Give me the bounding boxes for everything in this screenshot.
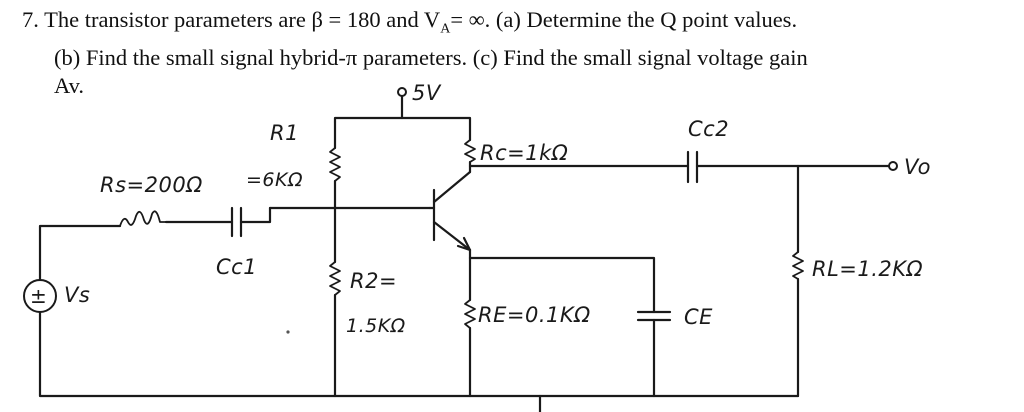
r2-resistor: R2= 1.5KΩ [329, 206, 406, 398]
problem-line-1-text: 7. The transistor parameters are β = 180… [22, 7, 441, 32]
stray-dot [286, 330, 290, 334]
vs-source: ± Vs [23, 279, 90, 313]
output-terminal [888, 161, 898, 171]
cc1-capacitor: Cc1 [216, 206, 272, 279]
top-rail [333, 116, 472, 142]
problem-line-3: Av. [54, 72, 84, 98]
cc2-capacitor: Cc2 [686, 117, 729, 184]
rc-resistor: Rc=1kΩ [464, 139, 568, 174]
cc2-label: Cc2 [688, 117, 729, 141]
rc-label: Rc=1kΩ [480, 141, 568, 165]
ce-capacitor: CE [636, 305, 713, 398]
r2-value: 1.5KΩ [346, 315, 406, 337]
rl-label: RL=1.2KΩ [812, 257, 923, 281]
source-top-wire [38, 224, 122, 282]
cc1-label: Cc1 [216, 255, 257, 279]
bjt-transistor [428, 170, 472, 252]
r2-label: R2= [350, 269, 397, 293]
vo-label: Vo [904, 155, 931, 179]
r1-label: R1 [270, 121, 299, 145]
problem-line-2: (b) Find the small signal hybrid-π param… [54, 44, 808, 70]
supply-node: 5V [397, 81, 442, 120]
supply-label: 5V [412, 81, 442, 105]
rs-label: Rs=200Ω [100, 173, 203, 197]
re-label: RE=0.1KΩ [478, 303, 591, 327]
ground-rail [38, 310, 800, 398]
rs-resistor: Rs=200Ω [100, 173, 234, 227]
emitter-bypass-wire [468, 256, 656, 314]
r1-value: =6KΩ [246, 169, 303, 191]
problem-statement: 7. The transistor parameters are β = 180… [22, 6, 1012, 100]
r1-resistor: R1 =6KΩ [246, 120, 341, 210]
va-subscript: A [440, 21, 451, 37]
ce-label: CE [684, 305, 713, 329]
vs-symbol: ± [30, 284, 47, 308]
vs-label: Vs [64, 283, 90, 307]
rl-resistor: RL=1.2KΩ [792, 164, 923, 398]
problem-line-1-rest: = ∞. (a) Determine the Q point values. [450, 7, 798, 32]
re-resistor: RE=0.1KΩ [464, 256, 591, 398]
problem-line-1: 7. The transistor parameters are β = 180… [22, 6, 1012, 44]
